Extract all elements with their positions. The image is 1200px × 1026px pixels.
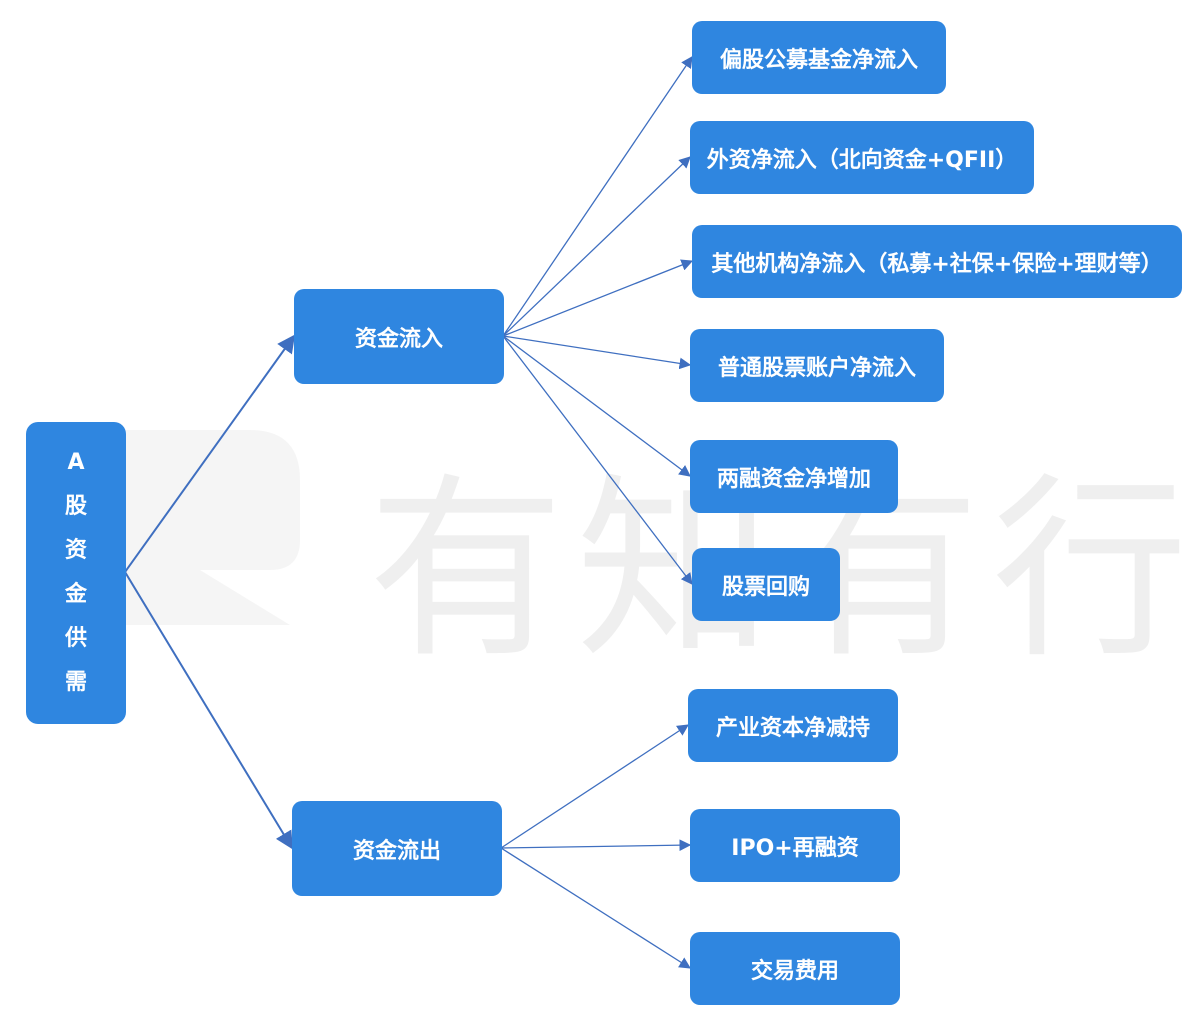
edge-root-outflow [124, 571, 293, 850]
node-equity-fund-net-inflow[interactable]: 偏股公募基金净流入 [692, 21, 946, 94]
root-char: 需 [64, 670, 87, 695]
edge-inflow-2 [502, 156, 691, 337]
node-share-buyback[interactable]: 股票回购 [692, 548, 840, 621]
edge-inflow-3 [502, 259, 694, 337]
root-char: 股 [64, 494, 87, 519]
node-margin-financing-increase[interactable]: 两融资金净增加 [690, 440, 898, 513]
edge-outflow-2 [500, 839, 692, 852]
node-fund-outflow[interactable]: 资金流出 [292, 801, 502, 896]
root-char: 资 [64, 538, 87, 563]
node-industrial-capital-net-reduction[interactable]: 产业资本净减持 [688, 689, 898, 762]
edge-inflow-6 [502, 335, 693, 585]
node-other-institutions-net-inflow[interactable]: 其他机构净流入（私募+社保+保险+理财等） [692, 225, 1182, 298]
root-char: A [67, 450, 85, 475]
root-char: 金 [64, 582, 87, 607]
edge-outflow-3 [500, 847, 691, 969]
node-ipo-refinancing[interactable]: IPO+再融资 [690, 809, 900, 882]
root-node-a-share-supply-demand[interactable]: A 股 资 金 供 需 [26, 422, 126, 724]
edge-inflow-5 [502, 335, 691, 477]
edge-inflow-4 [502, 335, 692, 370]
node-trading-fees[interactable]: 交易费用 [690, 932, 900, 1005]
edge-outflow-1 [500, 724, 689, 849]
node-fund-inflow[interactable]: 资金流入 [294, 289, 504, 384]
edge-inflow-1 [502, 56, 693, 337]
node-foreign-net-inflow[interactable]: 外资净流入（北向资金+QFII） [690, 121, 1034, 194]
node-retail-accounts-net-inflow[interactable]: 普通股票账户净流入 [690, 329, 944, 402]
root-char: 供 [64, 626, 87, 651]
edge-root-inflow [124, 334, 296, 573]
